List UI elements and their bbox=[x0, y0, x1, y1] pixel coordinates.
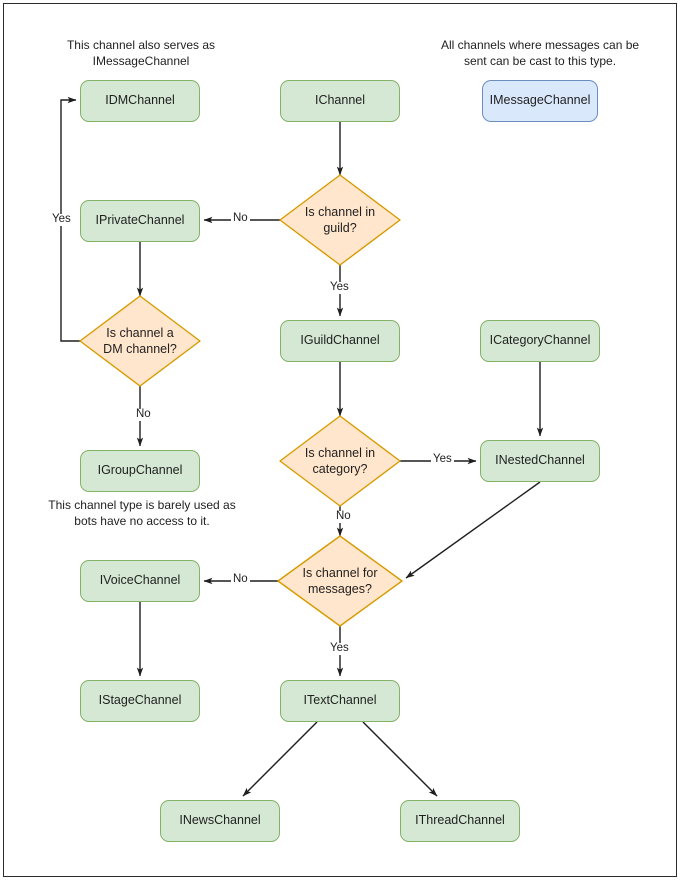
edge-label-dm-yes: Yes bbox=[50, 213, 73, 226]
edge-label-messages-yes: Yes bbox=[328, 642, 351, 655]
edge-text-thread bbox=[362, 721, 438, 797]
decision-is-channel-a-dm-channel[interactable] bbox=[79, 295, 201, 387]
decision-is-channel-for-messages[interactable] bbox=[277, 535, 403, 627]
node-idmchannel[interactable]: IDMChannel bbox=[80, 80, 200, 122]
edge-inested-messages bbox=[405, 481, 541, 579]
node-igroupchannel[interactable]: IGroupChannel bbox=[80, 450, 200, 492]
edge-label-category-no: No bbox=[334, 510, 353, 523]
node-istagechannel[interactable]: IStageChannel bbox=[80, 680, 200, 722]
edge-label-messages-no: No bbox=[231, 573, 250, 586]
node-iguildchannel[interactable]: IGuildChannel bbox=[280, 320, 400, 362]
edge-label-dm-no: No bbox=[134, 408, 153, 421]
node-icategorychannel[interactable]: ICategoryChannel bbox=[480, 320, 600, 362]
decision-is-channel-in-guild[interactable] bbox=[279, 174, 401, 266]
edge-label-category-yes: Yes bbox=[431, 453, 454, 466]
decision-is-channel-in-category[interactable] bbox=[279, 415, 401, 507]
edge-label-guild-no: No bbox=[231, 212, 250, 225]
node-itextchannel[interactable]: ITextChannel bbox=[280, 680, 400, 722]
edge-text-news bbox=[242, 721, 318, 797]
note-group-channel: This channel type is barely used as bots… bbox=[48, 498, 236, 528]
node-inestedchannel[interactable]: INestedChannel bbox=[480, 440, 600, 482]
node-inewschannel[interactable]: INewsChannel bbox=[160, 800, 280, 842]
edge-label-guild-yes: Yes bbox=[328, 281, 351, 294]
node-iprivatechannel[interactable]: IPrivateChannel bbox=[80, 200, 200, 242]
node-ithreadchannel[interactable]: IThreadChannel bbox=[400, 800, 520, 842]
node-ichannel[interactable]: IChannel bbox=[280, 80, 400, 122]
note-message-channel: All channels where messages can be sent … bbox=[440, 38, 640, 68]
note-dm-channel: This channel also serves as IMessageChan… bbox=[66, 38, 216, 68]
node-imessagechannel[interactable]: IMessageChannel bbox=[482, 80, 598, 122]
node-ivoicechannel[interactable]: IVoiceChannel bbox=[80, 560, 200, 602]
